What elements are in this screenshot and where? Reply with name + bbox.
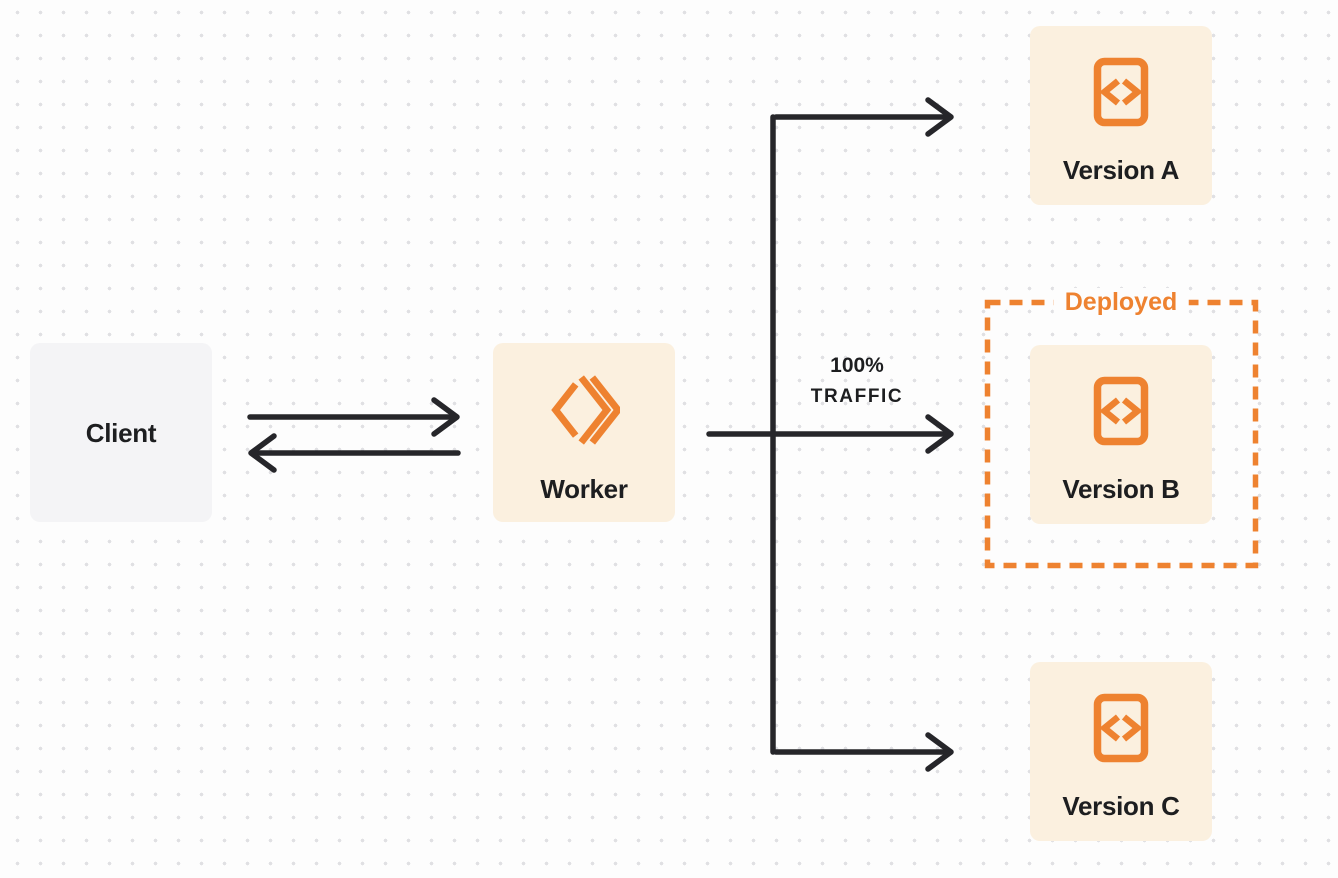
worker-chevrons-icon [548,374,620,446]
version-b-node: Version B [1030,345,1212,524]
worker-label: Worker [540,474,628,504]
code-file-icon [1093,693,1149,763]
client-label: Client [85,417,157,448]
arrow-to-version-c [773,732,954,772]
traffic-percent-text: 100% [830,354,884,377]
code-file-icon [1093,57,1149,127]
traffic-word-text: TRAFFIC [810,386,904,407]
arrow-client-to-worker [247,397,460,437]
code-file-icon [1093,376,1149,446]
deployed-badge: Deployed [1053,288,1189,316]
version-a-node: Version A [1030,26,1212,205]
version-b-label: Version B [1062,474,1180,504]
arrow-to-version-b [706,414,954,454]
version-c-label: Version C [1062,791,1180,821]
arrow-worker-to-client [248,433,461,473]
version-a-label: Version A [1062,155,1180,185]
arrow-to-version-a [773,97,954,137]
traffic-percentage-label: 100% TRAFFIC [777,351,937,412]
worker-node: Worker [493,343,675,522]
version-c-node: Version C [1030,662,1212,841]
client-node: Client [30,343,212,522]
